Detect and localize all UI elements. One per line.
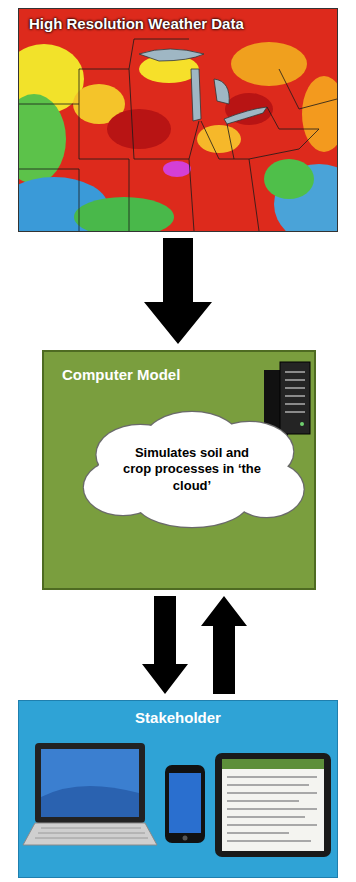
weather-data-panel: High Resolution Weather Data (18, 8, 338, 232)
box-title: Computer Model (62, 366, 296, 383)
block-arrow (144, 238, 212, 344)
block-arrow (142, 596, 188, 694)
cloud-shape: Simulates soil and crop processes in ‘th… (77, 410, 307, 529)
box-title: Stakeholder (29, 709, 327, 726)
block-arrow (201, 596, 247, 694)
stakeholder-box: Stakeholder (18, 700, 338, 878)
cloud-label: Simulates soil and crop processes in ‘th… (122, 445, 262, 494)
computer-model-box: Simulates soil and crop processes in ‘th… (42, 350, 316, 590)
box-title: High Resolution Weather Data (29, 15, 327, 32)
weather-map (19, 9, 337, 231)
device-icons (19, 737, 337, 872)
